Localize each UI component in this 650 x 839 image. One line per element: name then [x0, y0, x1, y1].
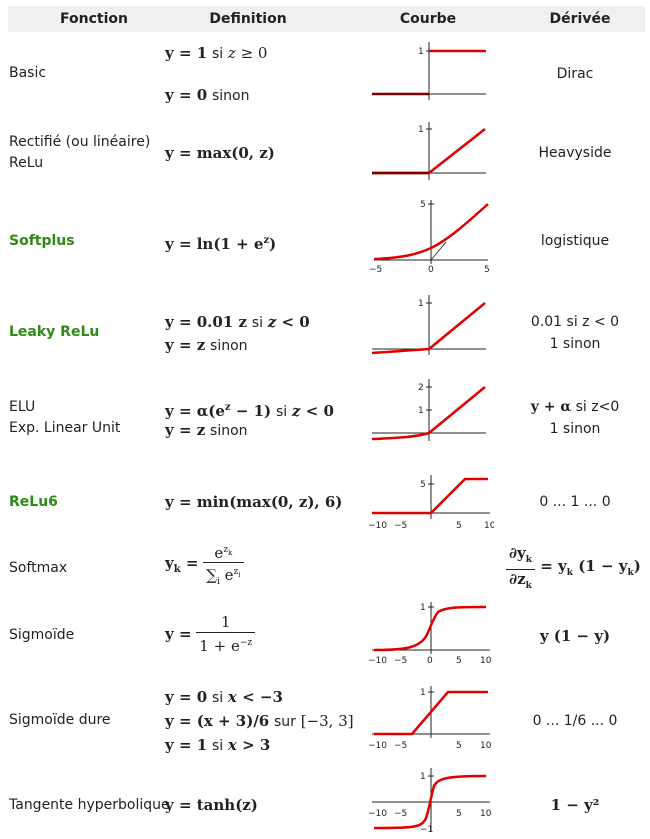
- svg-text:−5: −5: [394, 809, 407, 819]
- svg-text:1: 1: [418, 406, 424, 416]
- derivee-leaky-2: 1 sinon: [549, 336, 601, 352]
- svg-text:−10: −10: [368, 656, 387, 666]
- definition-elu-2: y = z sinon: [165, 421, 248, 439]
- svg-text:5: 5: [456, 521, 462, 531]
- derivee-sigmoide-dure: 0 ... 1/6 ... 0: [532, 713, 618, 729]
- definition-basic-1: y = 1 si z ≥ 0: [165, 44, 268, 62]
- svg-text:−1: −1: [420, 825, 433, 834]
- svg-text:1: 1: [418, 47, 424, 57]
- svg-text:10: 10: [484, 521, 494, 531]
- fonction-softmax: Softmax: [9, 560, 68, 576]
- curve-softplus: 5 −5 0 5: [369, 200, 490, 275]
- fonction-leaky-relu: Leaky ReLu: [9, 324, 100, 340]
- fonction-tanh: Tangente hyperbolique: [9, 797, 170, 813]
- definition-leaky-1: y = 0.01 z si z < 0: [165, 313, 310, 331]
- definition-elu-1: y = α(ez − 1) si z < 0: [165, 402, 334, 420]
- svg-text:0: 0: [428, 265, 434, 275]
- svg-text:10: 10: [480, 741, 492, 751]
- svg-text:5: 5: [456, 809, 462, 819]
- table-header: Fonction Definition Courbe Dérivée: [8, 6, 645, 32]
- header-derivee: Dérivée: [549, 11, 611, 27]
- svg-text:−10: −10: [368, 741, 387, 751]
- fonction-sigmoide-dure: Sigmoïde dure: [9, 712, 111, 728]
- svg-text:1: 1: [418, 125, 424, 135]
- definition-basic-2: y = 0 sinon: [165, 86, 250, 104]
- curve-sigmoide-dure: 1 −10 −5 5 10: [368, 686, 492, 751]
- derivee-elu-2: 1 sinon: [549, 421, 601, 437]
- header-fonction: Fonction: [60, 11, 128, 27]
- svg-text:5: 5: [456, 656, 462, 666]
- definition-sdure-2: y = (x + 3)/6 sur [−3, 3]: [165, 712, 354, 730]
- curve-sigmoide: 1 −10 −5 0 5 10: [368, 602, 492, 666]
- svg-text:−10: −10: [368, 521, 387, 531]
- fonction-relu-2: ReLu: [9, 155, 44, 171]
- derivee-basic: Dirac: [556, 66, 594, 82]
- derivee-relu: Heavyside: [538, 145, 612, 161]
- definition-sdure-1: y = 0 si x < −3: [165, 688, 283, 706]
- svg-text:−10: −10: [368, 809, 387, 819]
- header-definition: Definition: [209, 11, 287, 27]
- fonction-softplus: Softplus: [9, 233, 75, 249]
- curve-elu: 2 1: [371, 379, 486, 441]
- curve-relu6: 5 −10 −5 5 10: [368, 475, 494, 531]
- svg-text:10: 10: [480, 656, 492, 666]
- svg-text:1: 1: [418, 299, 424, 309]
- derivee-softplus: logistique: [540, 233, 610, 249]
- svg-text:1: 1: [420, 603, 426, 613]
- definition-leaky-2: y = z sinon: [165, 336, 248, 354]
- fonction-relu6: ReLu6: [9, 494, 58, 510]
- derivee-leaky-1: 0.01 si z < 0: [530, 314, 620, 330]
- fonction-elu-2: Exp. Linear Unit: [9, 420, 121, 436]
- fonction-relu-1: Rectifié (ou linéaire): [9, 134, 151, 150]
- svg-text:2: 2: [418, 383, 424, 393]
- svg-text:5: 5: [420, 480, 426, 490]
- definition-tanh: y = tanh(z): [165, 796, 258, 814]
- fonction-sigmoide: Sigmoïde: [9, 627, 75, 643]
- svg-text:−5: −5: [394, 521, 407, 531]
- svg-text:−5: −5: [394, 741, 407, 751]
- svg-text:5: 5: [420, 200, 426, 210]
- derivee-sigmoide: y (1 − y): [539, 627, 611, 645]
- svg-text:1: 1: [420, 772, 426, 782]
- svg-text:1: 1: [420, 688, 426, 698]
- svg-text:5: 5: [484, 265, 490, 275]
- derivee-elu-1: y + α si z<0: [530, 399, 620, 415]
- definition-relu6: y = min(max(0, z), 6): [165, 493, 343, 511]
- svg-text:5: 5: [456, 741, 462, 751]
- definition-softmax: yk = ezk∑i ezi: [165, 541, 244, 591]
- fonction-elu-1: ELU: [9, 399, 36, 415]
- fonction-basic: Basic: [9, 65, 47, 81]
- svg-text:10: 10: [480, 809, 492, 819]
- derivee-relu6: 0 ... 1 ... 0: [539, 494, 611, 510]
- definition-relu: y = max(0, z): [165, 144, 275, 162]
- definition-sdure-3: y = 1 si x > 3: [165, 736, 271, 754]
- header-courbe: Courbe: [399, 11, 457, 27]
- definition-softplus: y = ln(1 + ez): [165, 235, 277, 253]
- curve-tanh: 1 −10 −5 5 10 −1: [368, 768, 492, 834]
- svg-text:0: 0: [427, 656, 433, 666]
- curve-relu: 1: [372, 122, 486, 180]
- derivee-softmax: ∂yk∂zk = yk (1 − yk): [506, 544, 650, 595]
- svg-text:−5: −5: [394, 656, 407, 666]
- curve-basic: 1: [372, 42, 486, 100]
- derivee-tanh: 1 − y²: [550, 796, 600, 814]
- svg-text:−5: −5: [369, 265, 382, 275]
- curve-leaky-relu: 1: [371, 295, 486, 355]
